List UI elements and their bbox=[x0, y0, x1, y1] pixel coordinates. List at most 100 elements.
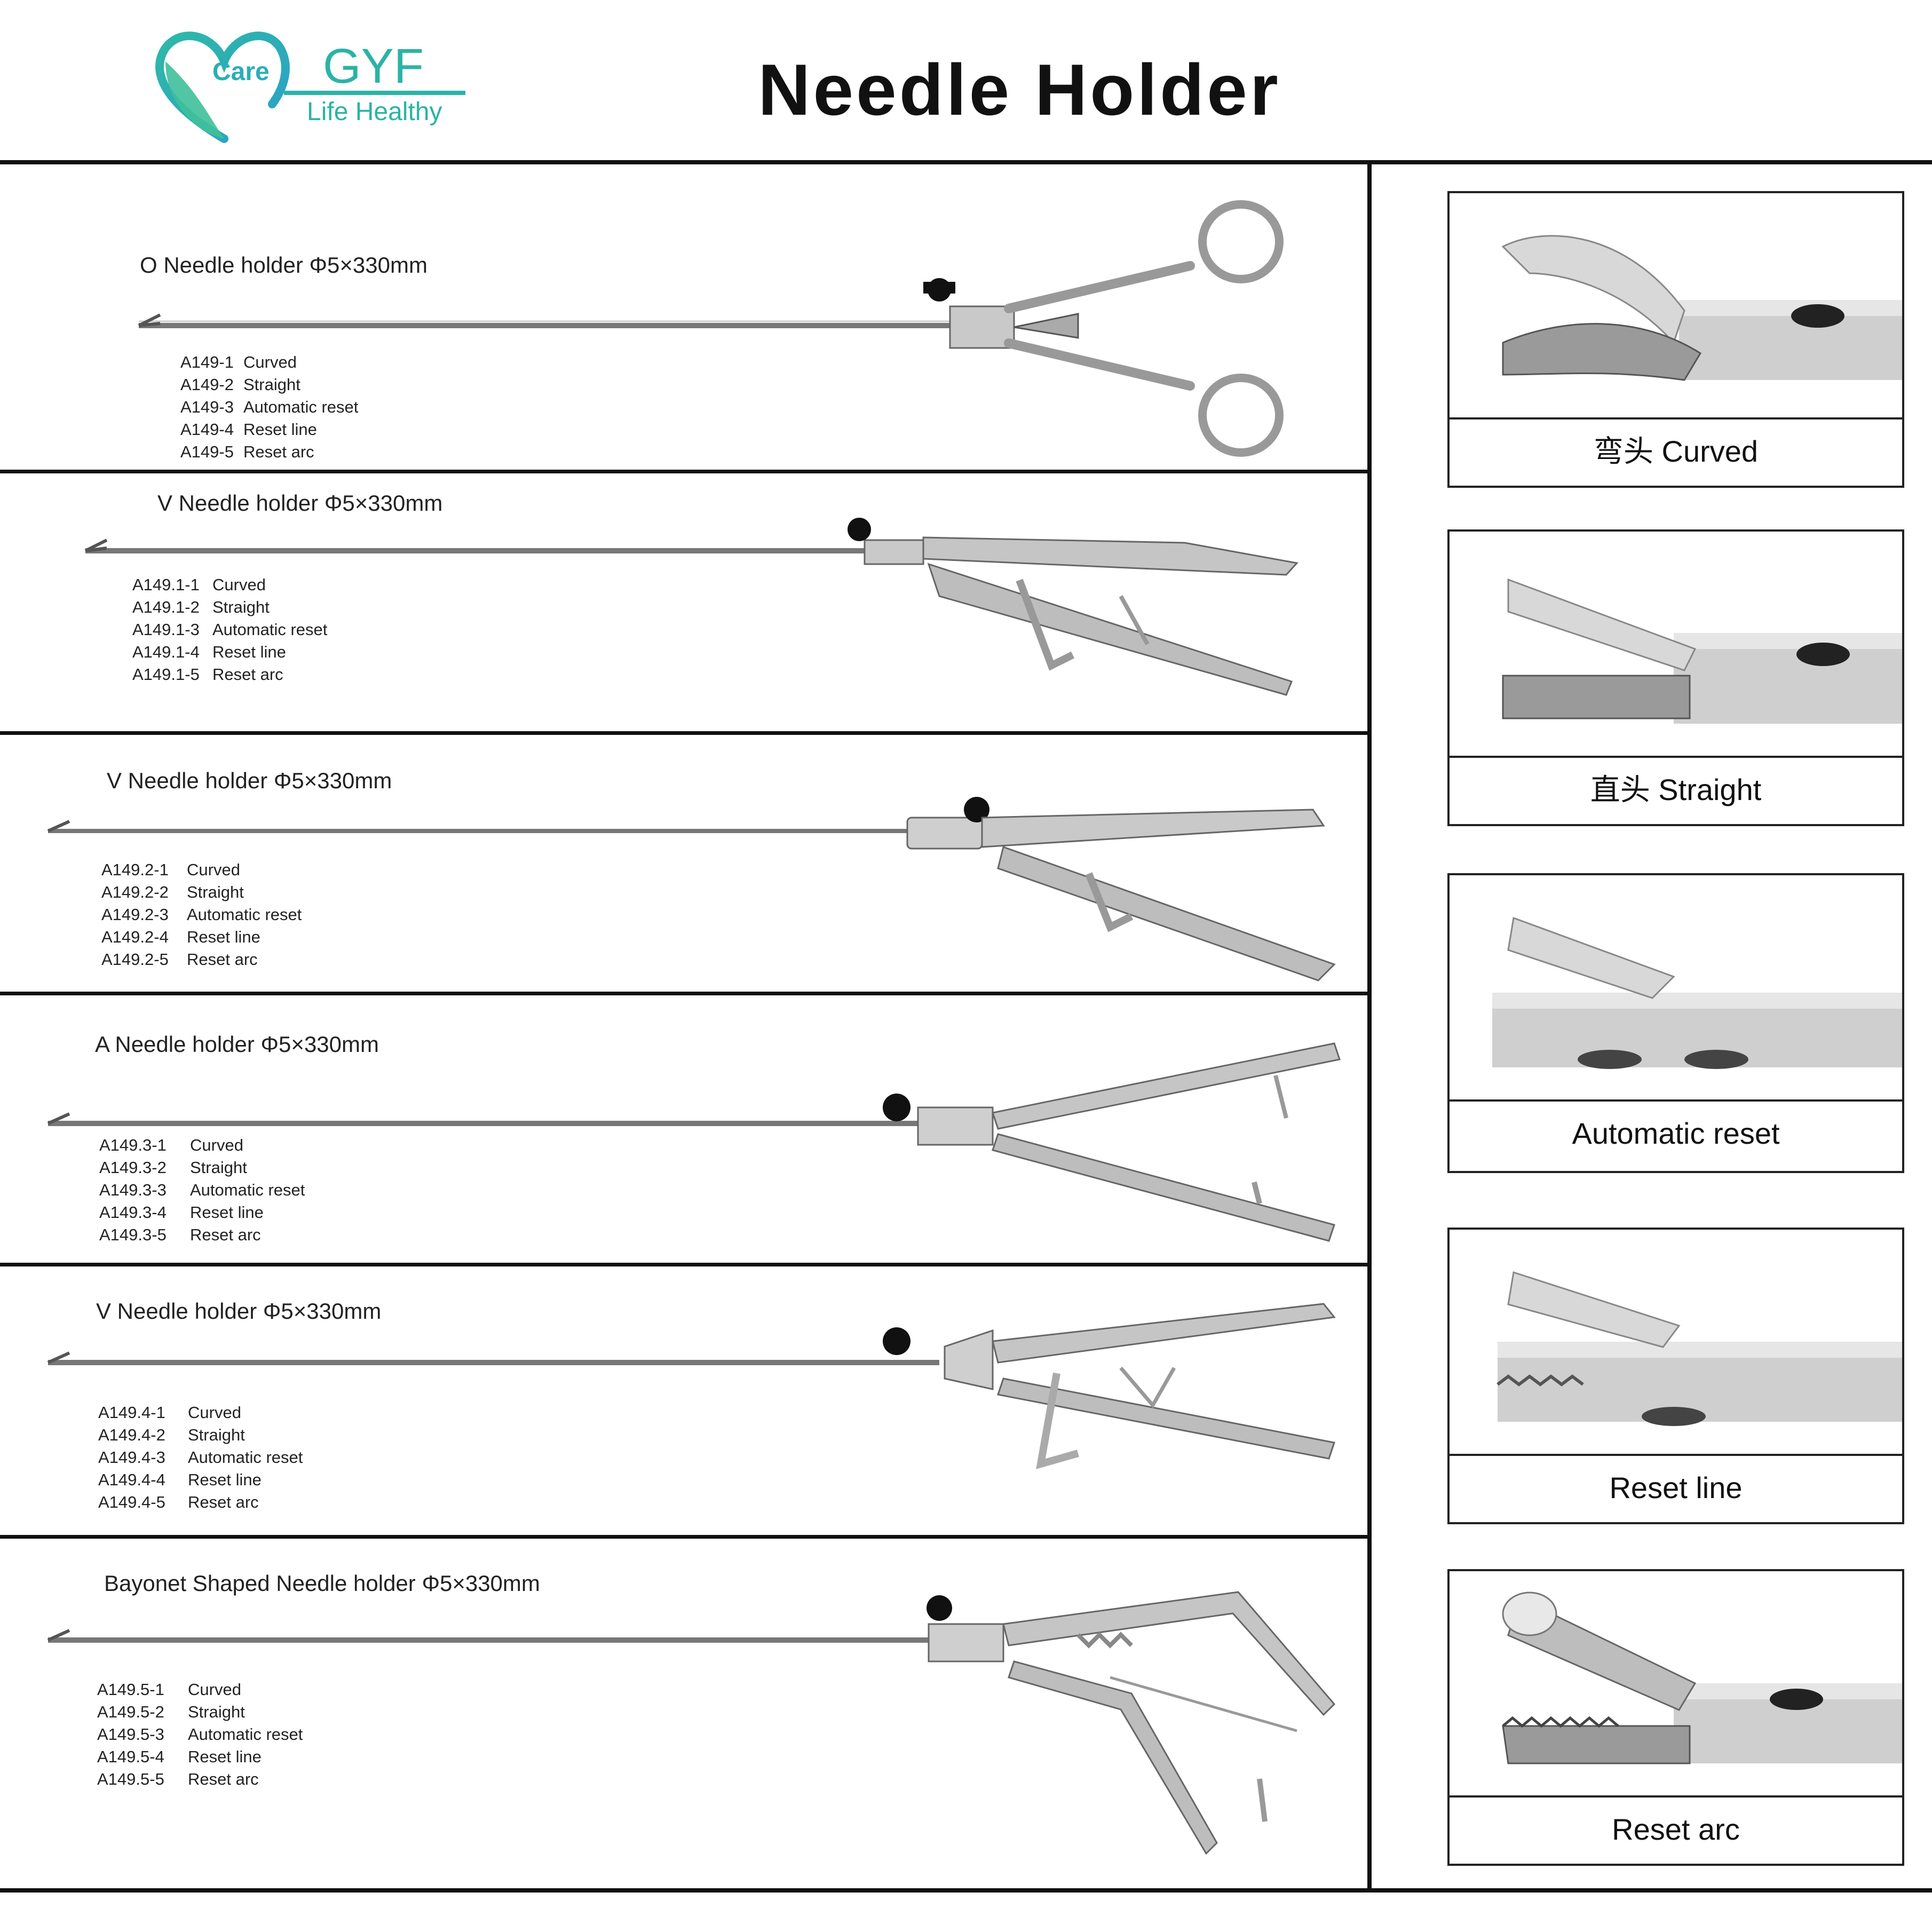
model-label: Curved bbox=[188, 1680, 241, 1699]
model-code: A149.4-5 bbox=[98, 1493, 165, 1511]
section-title: Bayonet Shaped Needle holder Φ5×330mm bbox=[104, 1571, 540, 1596]
model-code: A149.1-4 bbox=[132, 643, 200, 661]
model-label: Reset arc bbox=[243, 442, 314, 461]
model-code: A149.1-3 bbox=[132, 620, 200, 639]
model-code: A149.3-5 bbox=[99, 1225, 167, 1244]
model-code: A149.1-1 bbox=[132, 575, 200, 594]
model-item: A149.5-3 Automatic reset bbox=[97, 1723, 303, 1746]
model-code: A149.4-3 bbox=[98, 1448, 165, 1467]
model-item: A149.3-5 Reset arc bbox=[99, 1224, 305, 1246]
product-section-v-needle-holder-3: V Needle holder Φ5×330mm A149.4-1 Curved … bbox=[0, 1266, 1367, 1535]
model-item: A149.1-4 Reset line bbox=[132, 641, 327, 663]
model-item: A149.1-5 Reset arc bbox=[132, 663, 327, 686]
model-item: A149.1-1 Curved bbox=[132, 574, 327, 596]
model-code: A149.3-3 bbox=[99, 1181, 167, 1199]
page-title: Needle Holder bbox=[758, 49, 1281, 130]
model-code: A149-3 bbox=[180, 398, 234, 416]
model-label: Curved bbox=[212, 575, 266, 594]
model-label: Reset line bbox=[188, 1470, 262, 1489]
header-rule bbox=[0, 160, 1932, 164]
v-needle-holder-image bbox=[84, 518, 1298, 696]
reset-arc-tip-image bbox=[1450, 1591, 1902, 1798]
model-label: Reset arc bbox=[190, 1225, 261, 1244]
model-label: Automatic reset bbox=[212, 620, 328, 639]
footer-rule bbox=[0, 1888, 1932, 1893]
model-code: A149.5-3 bbox=[97, 1725, 164, 1744]
tip-caption: 弯头 Curved bbox=[1593, 434, 1759, 468]
section-title: V Needle holder Φ5×330mm bbox=[96, 1298, 382, 1324]
model-label: Reset line bbox=[187, 928, 260, 946]
section-divider bbox=[0, 1263, 1369, 1266]
model-item: A149.4-1 Curved bbox=[98, 1402, 303, 1424]
o-needle-holder-image bbox=[138, 200, 1284, 457]
model-label: Curved bbox=[188, 1403, 241, 1422]
model-code: A149.5-2 bbox=[97, 1703, 164, 1721]
automatic-reset-tip-image bbox=[1450, 916, 1902, 1102]
model-label: Reset arc bbox=[212, 665, 283, 684]
model-label: Curved bbox=[243, 353, 297, 371]
v-needle-holder-image bbox=[47, 1303, 1336, 1469]
model-item: A149.2-4 Reset line bbox=[101, 926, 302, 948]
model-item: A149.4-5 Reset arc bbox=[98, 1491, 303, 1514]
model-code: A149.4-1 bbox=[98, 1403, 165, 1422]
section-title: V Needle holder Φ5×330mm bbox=[157, 490, 443, 516]
section-divider bbox=[0, 470, 1369, 473]
model-code: A149.4-4 bbox=[98, 1470, 165, 1489]
model-label: Reset line bbox=[243, 420, 317, 439]
model-label: Straight bbox=[188, 1703, 245, 1721]
model-label: Reset line bbox=[212, 643, 286, 661]
model-item: A149.3-3 Automatic reset bbox=[99, 1179, 305, 1201]
model-label: Straight bbox=[187, 883, 244, 901]
brand-care: Care bbox=[212, 58, 270, 86]
product-section-v-needle-holder-1: V Needle holder Φ5×330mm A149.1-1 Curved … bbox=[0, 473, 1367, 731]
model-label: Reset arc bbox=[188, 1493, 259, 1511]
section-divider bbox=[0, 1535, 1369, 1539]
model-code: A149.3-4 bbox=[99, 1203, 167, 1222]
model-label: Reset arc bbox=[187, 950, 258, 969]
model-label: Automatic reset bbox=[190, 1181, 305, 1199]
model-label: Automatic reset bbox=[188, 1448, 303, 1467]
tip-panel-reset-arc: Reset arc bbox=[1447, 1569, 1904, 1866]
model-item: A149.1-3 Automatic reset bbox=[132, 619, 327, 641]
brand-name: GYF bbox=[323, 39, 424, 93]
model-label: Automatic reset bbox=[243, 398, 359, 416]
section-title: A Needle holder Φ5×330mm bbox=[95, 1032, 379, 1057]
model-item: A149.2-1 Curved bbox=[101, 859, 302, 881]
tip-panel-curved: 弯头 Curved bbox=[1447, 191, 1904, 488]
tip-panel-reset-line: Reset line bbox=[1447, 1228, 1904, 1524]
model-label: Straight bbox=[190, 1158, 247, 1177]
model-code: A149.5-4 bbox=[97, 1747, 164, 1766]
product-section-bayonet-needle-holder: Bayonet Shaped Needle holder Φ5×330mm A1… bbox=[0, 1539, 1367, 1888]
model-item: A149.4-4 Reset line bbox=[98, 1469, 303, 1491]
model-label: Reset line bbox=[188, 1747, 262, 1766]
model-code: A149.4-2 bbox=[98, 1426, 165, 1444]
brand-logo: Care GYF Life Healthy bbox=[155, 31, 465, 143]
model-label: Curved bbox=[187, 860, 240, 879]
tip-panel-automatic-reset: Automatic reset bbox=[1447, 873, 1904, 1173]
model-code: A149.2-4 bbox=[101, 928, 169, 946]
section-divider bbox=[0, 731, 1369, 735]
straight-tip-image bbox=[1450, 578, 1902, 758]
model-item: A149.5-2 Straight bbox=[97, 1701, 303, 1723]
curved-tip-image bbox=[1450, 235, 1902, 419]
model-label: Automatic reset bbox=[187, 905, 302, 924]
model-code: A149.1-5 bbox=[132, 665, 200, 684]
model-label: Automatic reset bbox=[188, 1725, 303, 1744]
model-code: A149-1 bbox=[180, 353, 234, 371]
model-code: A149.3-1 bbox=[99, 1136, 167, 1154]
model-code: A149.2-1 bbox=[101, 860, 169, 879]
model-label: Reset arc bbox=[188, 1770, 259, 1788]
section-divider bbox=[0, 992, 1369, 995]
